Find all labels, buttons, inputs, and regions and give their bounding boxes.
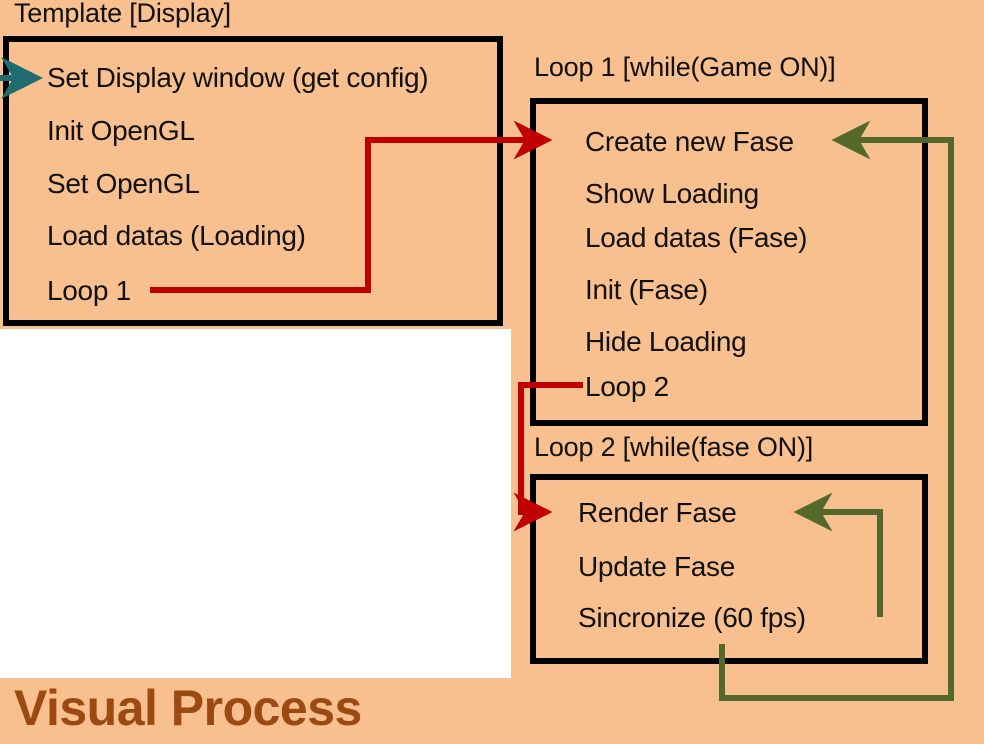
template-block-caption: Template [Display] — [14, 0, 231, 28]
white-background-panel — [0, 329, 511, 678]
template-step-load-datas: Load datas (Loading) — [47, 220, 306, 251]
loop2-step-sincronize: Sincronize (60 fps) — [578, 602, 806, 633]
template-step-init-opengl: Init OpenGL — [47, 115, 195, 146]
loop1-step-init-fase: Init (Fase) — [585, 274, 708, 305]
loop1-step-show-loading: Show Loading — [585, 178, 759, 209]
loop1-step-loop-2: Loop 2 — [585, 371, 669, 402]
loop1-step-load-datas-fase: Load datas (Fase) — [585, 222, 808, 253]
template-step-loop-1: Loop 1 — [47, 275, 131, 306]
template-step-set-display-window: Set Display window (get config) — [47, 62, 429, 93]
loop2-step-update-fase: Update Fase — [578, 551, 736, 582]
loop1-step-create-new-fase: Create new Fase — [585, 126, 794, 157]
loop2-block-caption: Loop 2 [while(fase ON)] — [534, 432, 814, 462]
loop2-step-render-fase: Render Fase — [578, 497, 737, 528]
template-step-set-opengl: Set OpenGL — [47, 168, 200, 199]
loop1-block-caption: Loop 1 [while(Game ON)] — [534, 52, 836, 82]
figure-footer-title: Visual Process — [14, 680, 362, 736]
loop1-step-hide-loading: Hide Loading — [585, 326, 747, 357]
